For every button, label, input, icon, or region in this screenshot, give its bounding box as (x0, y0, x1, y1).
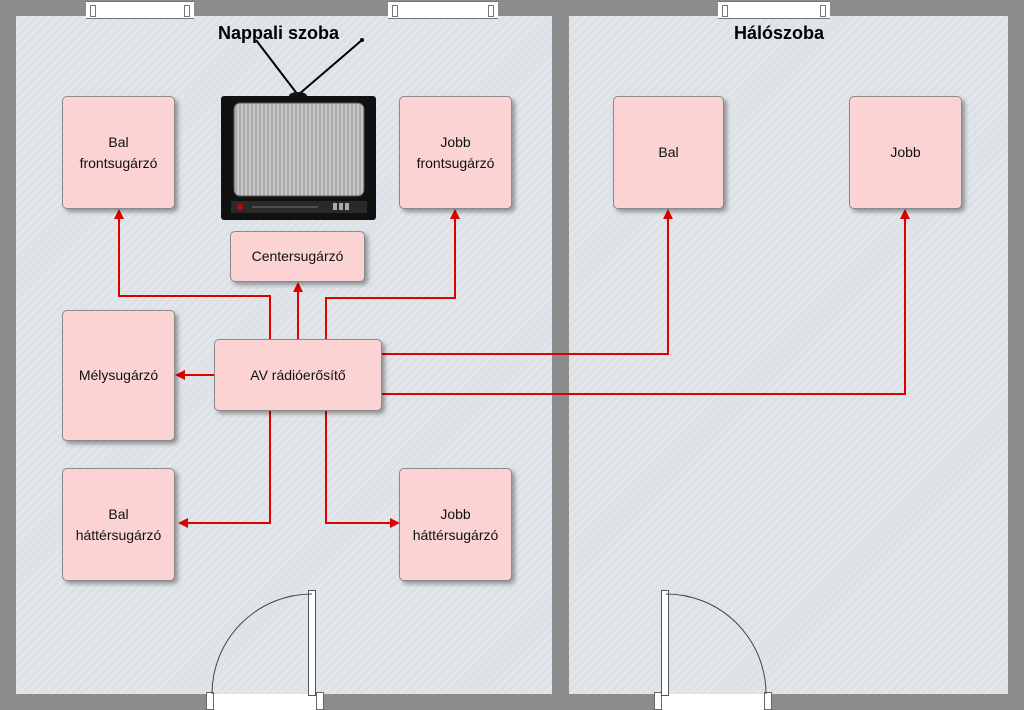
wall-right (1008, 0, 1024, 710)
bedroom-title: Hálószoba (734, 23, 825, 43)
window-living-left (86, 1, 194, 19)
bedroom-left-speaker[interactable]: Bal (613, 96, 724, 209)
surround-right-speaker-label: Jobb háttérsugárzó (412, 506, 499, 543)
surround-right-speaker[interactable]: Jobb háttérsugárzó (399, 468, 512, 581)
door-opening-living (210, 694, 322, 710)
link-bedroom-left (382, 209, 673, 355)
television-icon (221, 38, 376, 220)
subwoofer-label: Mélysugárzó (78, 367, 159, 384)
wall-left (0, 0, 16, 710)
door-arc-living (211, 593, 313, 695)
surround-left-speaker-label: Bal háttérsugárzó (75, 506, 162, 543)
window-living-right (388, 1, 498, 19)
link-front-right (325, 209, 460, 339)
bedroom-right-speaker[interactable]: Jobb (849, 96, 962, 209)
center-speaker[interactable]: Centersugárzó (230, 231, 365, 282)
av-receiver-label: AV rádióerősítő (250, 366, 346, 383)
window-bedroom (718, 1, 830, 19)
door-opening-bedroom (658, 694, 770, 710)
bedroom-right-speaker-label: Jobb (890, 144, 921, 161)
front-right-speaker-label: Jobb frontsugárzó (416, 134, 495, 171)
bedroom-left-speaker-label: Bal (658, 144, 679, 161)
living-room-title: Nappali szoba (218, 23, 340, 43)
center-speaker-label: Centersugárzó (251, 248, 344, 265)
front-left-speaker-label: Bal frontsugárzó (79, 134, 158, 171)
surround-left-speaker[interactable]: Bal háttérsugárzó (62, 468, 175, 581)
door-leaf-bedroom (661, 590, 669, 696)
subwoofer[interactable]: Mélysugárzó (62, 310, 175, 441)
door-leaf-living (308, 590, 316, 696)
link-bedroom-right (382, 209, 910, 395)
link-surround-right (325, 411, 400, 528)
door-arc-bedroom (665, 593, 767, 695)
connection-lines (114, 209, 910, 528)
link-surround-left (178, 411, 271, 528)
link-front-left (114, 209, 271, 339)
front-right-speaker[interactable]: Jobb frontsugárzó (399, 96, 512, 209)
front-left-speaker[interactable]: Bal frontsugárzó (62, 96, 175, 209)
av-receiver[interactable]: AV rádióerősítő (214, 339, 382, 411)
